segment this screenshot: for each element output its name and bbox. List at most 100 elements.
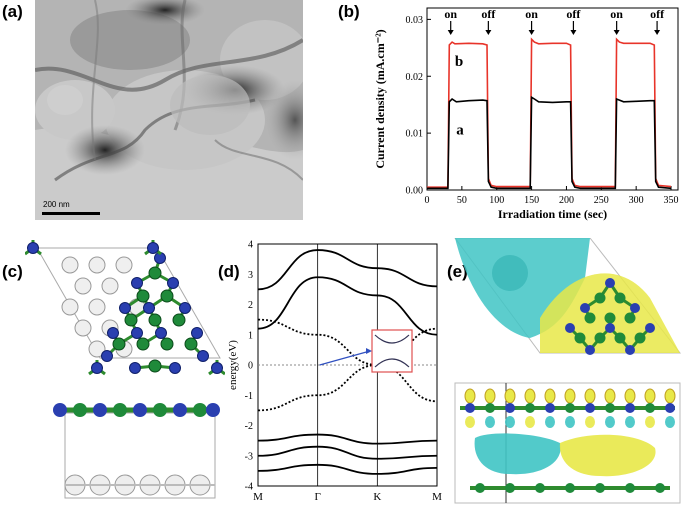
y-tick-label: -2 — [245, 421, 253, 432]
nitrogen-atom — [545, 403, 555, 413]
charge-lobe — [565, 416, 575, 428]
y-tick-label: -1 — [245, 391, 253, 402]
nitrogen-atom — [211, 362, 223, 374]
x-tick-label: M — [253, 491, 263, 503]
annotation-off: off — [481, 7, 496, 21]
y-tick-label: -3 — [245, 451, 253, 462]
carbon-atom — [605, 403, 615, 413]
panel-label-e: (e) — [447, 262, 468, 281]
y-tick-label: 0.03 — [406, 15, 424, 26]
band-line — [257, 276, 438, 336]
nitrogen-atom — [197, 350, 209, 362]
y-tick-label: 0.01 — [406, 129, 424, 140]
carbon-atom — [574, 332, 586, 344]
x-tick-label: Γ — [314, 491, 320, 503]
inset-band-lower — [374, 358, 410, 368]
annotation-arrowhead — [654, 30, 661, 35]
carbon-atom — [565, 483, 575, 493]
carbon-atom — [193, 403, 207, 417]
inset-arrowhead — [366, 348, 372, 354]
tem-micrograph: 200 nm — [35, 0, 303, 220]
nitrogen-atom — [625, 345, 635, 355]
carbon-atom — [136, 337, 150, 351]
carbon-atom — [148, 266, 162, 280]
charge-lobe — [605, 416, 615, 428]
y-axis-label: energy(eV) — [227, 340, 239, 390]
series-line-b — [427, 37, 672, 188]
charge-density-map — [450, 237, 685, 507]
nitrogen-atom — [173, 403, 187, 417]
x-tick-label: 50 — [457, 195, 467, 206]
substrate-atom — [61, 298, 79, 316]
carbon-atom — [594, 332, 606, 344]
nitrogen-atom — [580, 303, 590, 313]
carbon-atom — [614, 292, 626, 304]
annotation-off: off — [566, 7, 581, 21]
nitrogen-atom — [505, 403, 515, 413]
inset-frame — [371, 329, 413, 373]
substrate-atom — [61, 256, 79, 274]
charge-lobe — [664, 388, 676, 404]
nitrogen-atom — [131, 327, 143, 339]
substrate-atom — [74, 277, 92, 295]
charge-lobe — [545, 416, 555, 428]
x-tick-label: K — [373, 491, 381, 503]
charge-accumulation-region — [559, 434, 656, 477]
substrate-atom — [101, 277, 119, 295]
y-tick-label: -4 — [245, 482, 253, 493]
crystal-structure — [24, 238, 226, 507]
nitrogen-atom — [155, 327, 167, 339]
x-axis-label: Irradiation time (sec) — [498, 207, 607, 221]
carbon-atom — [172, 313, 186, 327]
nitrogen-atom — [179, 302, 191, 314]
annotation-arrowhead — [528, 30, 535, 35]
carbon-atom — [148, 359, 162, 373]
charge-lobe — [484, 388, 496, 404]
x-tick-label: 200 — [559, 195, 574, 206]
nitrogen-atom — [630, 303, 640, 313]
carbon-atom — [535, 483, 545, 493]
substrate-atom — [88, 256, 106, 274]
annotation-on: on — [525, 7, 538, 21]
charge-lobe — [564, 388, 576, 404]
nitrogen-atom — [107, 327, 119, 339]
substrate-atom — [88, 340, 106, 358]
nitrogen-atom — [101, 350, 113, 362]
x-tick-label: 300 — [629, 195, 644, 206]
nitrogen-atom — [565, 323, 575, 333]
x-tick-label: M — [432, 491, 442, 503]
carbon-atom — [148, 313, 162, 327]
carbon-atom — [113, 403, 127, 417]
nitrogen-atom — [119, 302, 131, 314]
scale-bar-label: 200 nm — [43, 200, 70, 209]
charge-lobe — [584, 388, 596, 404]
substrate-atom — [74, 319, 92, 337]
annotation-arrowhead — [485, 30, 492, 35]
charge-depletion-region — [474, 433, 561, 475]
annotation-on: on — [444, 7, 457, 21]
band-line — [257, 445, 438, 460]
y-tick-label: 4 — [248, 240, 253, 251]
annotation-off: off — [650, 7, 665, 21]
charge-lobe — [465, 416, 475, 428]
nitrogen-atom — [605, 278, 615, 288]
carbon-atom — [136, 289, 150, 303]
carbon-atom — [565, 403, 575, 413]
charge-lobe — [645, 416, 655, 428]
carbon-atom — [475, 483, 485, 493]
nitrogen-atom — [147, 242, 159, 254]
depletion-lobe — [492, 255, 528, 291]
nitrogen-atom — [143, 302, 155, 314]
x-tick-label: 150 — [524, 195, 539, 206]
nitrogen-atom — [169, 362, 181, 374]
panel-label-d: (d) — [218, 262, 240, 281]
charge-lobe — [624, 388, 636, 404]
carbon-atom — [112, 337, 126, 351]
nitrogen-atom — [129, 362, 141, 374]
carbon-atom — [160, 289, 174, 303]
carbon-atom — [645, 403, 655, 413]
charge-lobe — [485, 416, 495, 428]
charge-lobe — [464, 388, 476, 404]
